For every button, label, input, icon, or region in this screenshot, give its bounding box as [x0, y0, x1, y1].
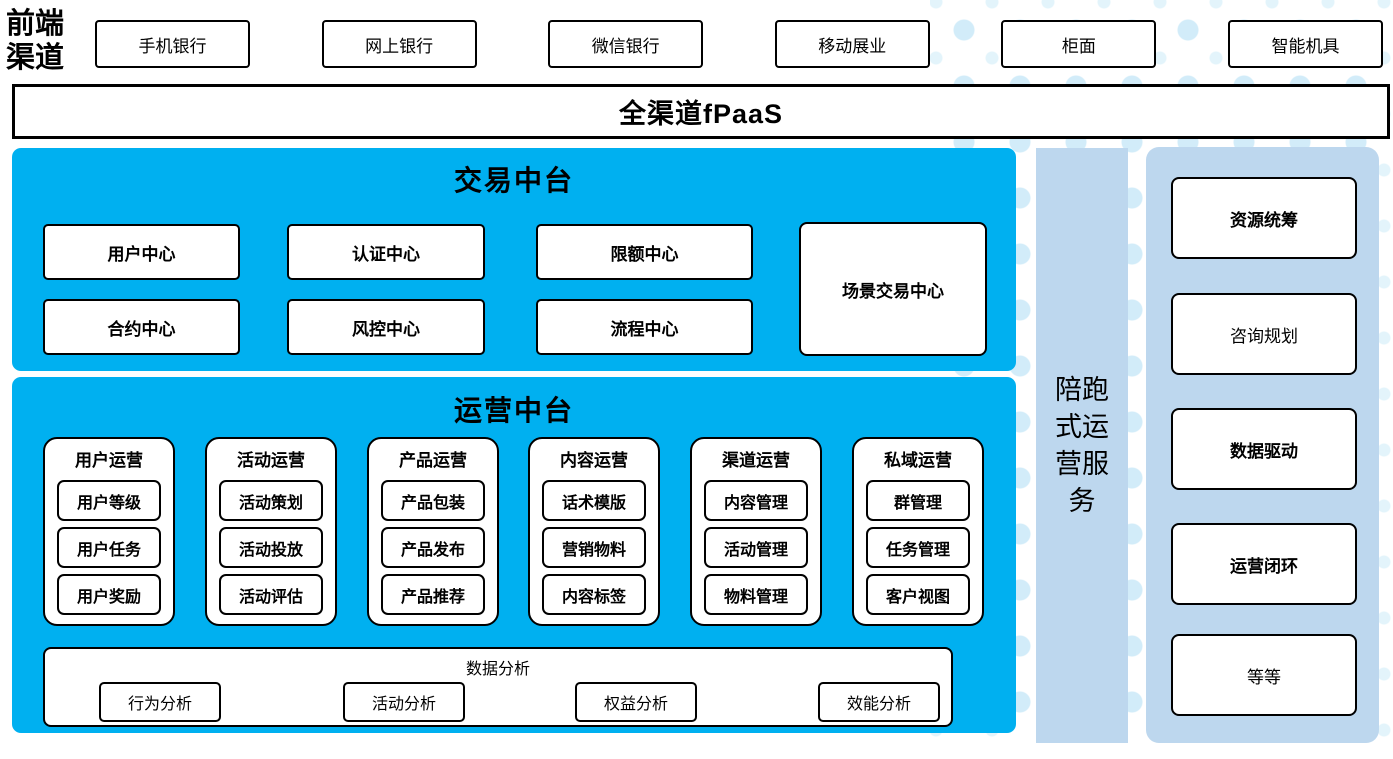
- front-channel-label: 前端渠道: [6, 6, 65, 74]
- transaction-platform-title: 交易中台: [453, 165, 574, 196]
- group-item: 客户视图: [866, 574, 970, 615]
- group-item: 活动评估: [219, 574, 323, 615]
- group-product-operation: 产品运营 产品包装 产品发布 产品推荐: [367, 437, 499, 626]
- contract-center-box: 合约中心: [43, 299, 240, 355]
- operation-platform-title: 运营中台: [453, 395, 574, 426]
- risk-center-box: 风控中心: [287, 299, 485, 355]
- group-campaign-operation: 活动运营 活动策划 活动投放 活动评估: [205, 437, 337, 626]
- channel-box-wechat-banking: 微信银行: [548, 20, 704, 68]
- group-item: 群管理: [866, 480, 970, 521]
- benefit-analysis-box: 权益分析: [575, 682, 697, 722]
- group-title: 私域运营: [884, 451, 952, 470]
- group-item: 营销物料: [542, 527, 646, 568]
- campaign-analysis-box: 活动分析: [343, 682, 465, 722]
- right-service-panel: 资源统筹 咨询规划 数据驱动 运营闭环 等等: [1146, 147, 1379, 743]
- group-item: 活动投放: [219, 527, 323, 568]
- channel-box-smart-machines: 智能机具: [1227, 20, 1383, 68]
- group-item: 用户等级: [57, 480, 161, 521]
- resource-coordination-box: 资源统筹: [1171, 177, 1357, 259]
- front-channel-row: 手机银行 网上银行 微信银行 移动展业 柜面 智能机具: [95, 20, 1383, 68]
- group-item: 话术模版: [542, 480, 646, 521]
- user-center-box: 用户中心: [43, 224, 240, 280]
- auth-center-box: 认证中心: [287, 224, 485, 280]
- group-user-operation: 用户运营 用户等级 用户任务 用户奖励: [43, 437, 175, 626]
- channel-box-counter: 柜面: [1001, 20, 1157, 68]
- process-center-box: 流程中心: [536, 299, 753, 355]
- channel-box-mobile-sales: 移动展业: [774, 20, 930, 68]
- group-private-domain-operation: 私域运营 群管理 任务管理 客户视图: [852, 437, 984, 626]
- group-title: 活动运营: [237, 451, 305, 470]
- group-channel-operation: 渠道运营 内容管理 活动管理 物料管理: [690, 437, 822, 626]
- etc-box: 等等: [1171, 634, 1357, 716]
- group-item: 用户奖励: [57, 574, 161, 615]
- group-title: 渠道运营: [722, 451, 790, 470]
- group-item: 内容管理: [704, 480, 808, 521]
- channel-box-mobile-banking: 手机银行: [95, 20, 250, 68]
- limit-center-box: 限额中心: [536, 224, 753, 280]
- omnichannel-fpaas-bar: 全渠道fPaaS: [12, 84, 1390, 139]
- behavior-analysis-box: 行为分析: [99, 682, 221, 722]
- group-title: 用户运营: [75, 451, 143, 470]
- consulting-planning-box: 咨询规划: [1171, 293, 1357, 375]
- data-analysis-title: 数据分析: [465, 661, 530, 678]
- operation-closed-loop-box: 运营闭环: [1171, 523, 1357, 605]
- efficiency-analysis-box: 效能分析: [818, 682, 940, 722]
- accompany-operation-service-label: 陪跑式运营服务: [1055, 374, 1109, 516]
- scenario-transaction-center-box: 场景交易中心: [799, 222, 987, 356]
- group-content-operation: 内容运营 话术模版 营销物料 内容标签: [528, 437, 660, 626]
- group-item: 活动策划: [219, 480, 323, 521]
- group-item: 用户任务: [57, 527, 161, 568]
- group-item: 内容标签: [542, 574, 646, 615]
- group-item: 活动管理: [704, 527, 808, 568]
- data-analysis-box: 数据分析 行为分析 活动分析 权益分析 效能分析: [43, 647, 953, 727]
- group-item: 产品包装: [381, 480, 485, 521]
- group-item: 物料管理: [704, 574, 808, 615]
- group-item: 产品推荐: [381, 574, 485, 615]
- group-item: 任务管理: [866, 527, 970, 568]
- channel-box-online-banking: 网上银行: [321, 20, 477, 68]
- operation-platform-panel: 运营中台 用户运营 用户等级 用户任务 用户奖励 活动运营 活动策划 活动投放 …: [12, 377, 1016, 733]
- transaction-platform-panel: 交易中台 用户中心 认证中心 限额中心 合约中心 风控中心 流程中心 场景交易中…: [12, 148, 1016, 371]
- group-title: 产品运营: [399, 451, 467, 470]
- data-driven-box: 数据驱动: [1171, 408, 1357, 490]
- accompany-operation-service-strip: 陪跑式运营服务: [1036, 148, 1128, 743]
- group-title: 内容运营: [560, 451, 628, 470]
- group-item: 产品发布: [381, 527, 485, 568]
